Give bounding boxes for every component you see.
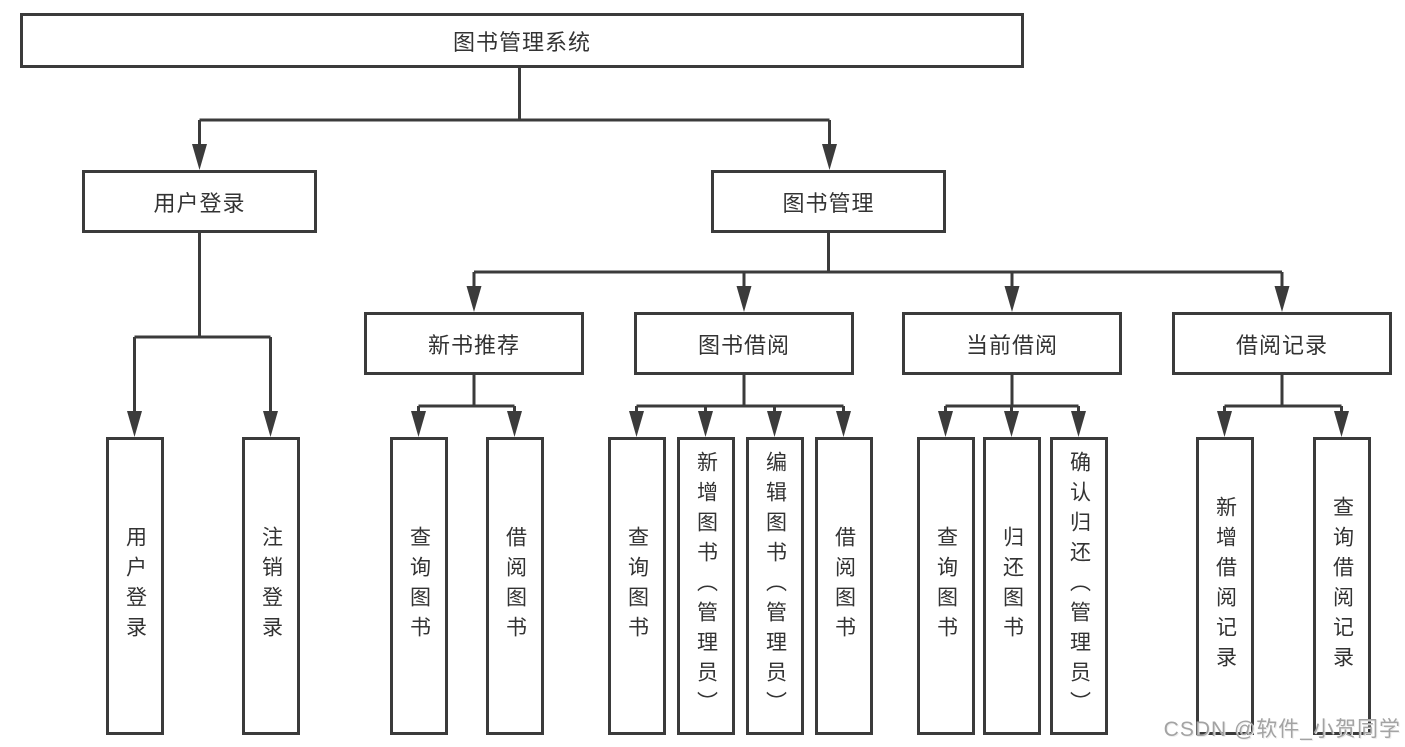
node-current-borrowing: 当前借阅 (902, 312, 1122, 375)
leaf-edit-book-admin: 编辑图书（管理员） (746, 437, 804, 735)
node-label: 新增图书（管理员） (694, 451, 718, 721)
node-label: 借阅图书 (832, 526, 856, 646)
node-borrowing-records: 借阅记录 (1172, 312, 1392, 375)
node-label: 用户登录 (123, 526, 147, 646)
node-label: 编辑图书（管理员） (763, 451, 787, 721)
leaf-confirm-return-admin: 确认归还（管理员） (1050, 437, 1108, 735)
node-root-library-system: 图书管理系统 (20, 13, 1024, 68)
leaf-borrow-books-recommend: 借阅图书 (486, 437, 544, 735)
node-label: 确认归还（管理员） (1067, 451, 1091, 721)
leaf-user-login: 用户登录 (106, 437, 164, 735)
node-user-login: 用户登录 (82, 170, 317, 233)
leaf-borrow-books: 借阅图书 (815, 437, 873, 735)
leaf-query-books-current: 查询图书 (917, 437, 975, 735)
node-label: 新书推荐 (427, 332, 520, 358)
leaf-add-book-admin: 新增图书（管理员） (677, 437, 735, 735)
leaf-query-books-borrow: 查询图书 (608, 437, 666, 735)
node-label: 新增借阅记录 (1213, 496, 1237, 676)
node-label: 查询借阅记录 (1330, 496, 1354, 676)
leaf-query-books-recommend: 查询图书 (390, 437, 448, 735)
node-book-management: 图书管理 (711, 170, 946, 233)
node-book-borrowing: 图书借阅 (634, 312, 854, 375)
node-label: 当前借阅 (965, 332, 1058, 358)
node-label: 图书管理系统 (452, 29, 591, 55)
node-label: 查询图书 (407, 526, 431, 646)
node-label: 用户登录 (153, 190, 246, 216)
node-new-book-recommend: 新书推荐 (364, 312, 584, 375)
node-label: 查询图书 (934, 526, 958, 646)
leaf-add-borrow-record: 新增借阅记录 (1196, 437, 1254, 735)
leaf-query-borrow-record: 查询借阅记录 (1313, 437, 1371, 735)
node-label: 注销登录 (259, 526, 283, 646)
node-label: 图书借阅 (697, 332, 790, 358)
node-label: 归还图书 (1000, 526, 1024, 646)
node-label: 借阅记录 (1235, 332, 1328, 358)
node-label: 图书管理 (782, 190, 875, 216)
node-label: 借阅图书 (503, 526, 527, 646)
csdn-watermark: CSDN @软件_小贺同学 (1163, 718, 1401, 741)
leaf-return-book: 归还图书 (983, 437, 1041, 735)
node-label: 查询图书 (625, 526, 649, 646)
leaf-logout: 注销登录 (242, 437, 300, 735)
